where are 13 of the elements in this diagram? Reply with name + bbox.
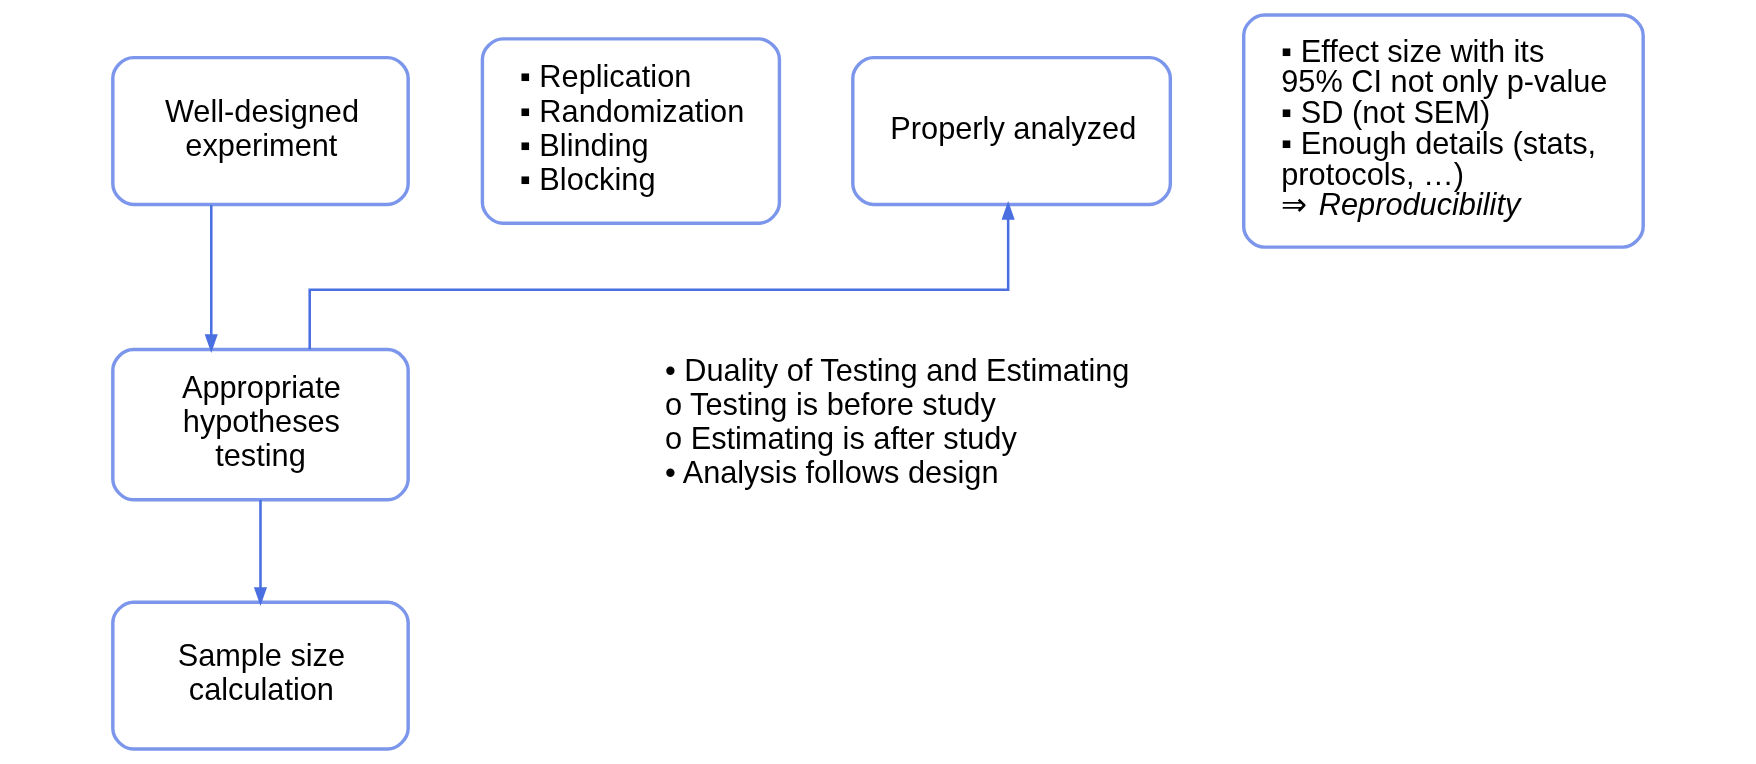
label: • Duality of Testing and Estimating (665, 352, 1130, 388)
arrow (253, 499, 268, 606)
arrow (308, 201, 1015, 350)
label: o Estimating is after study (665, 421, 1017, 457)
node-box: Properly analyzed (851, 55, 1173, 207)
arrow (204, 205, 218, 353)
node-box: Appropriate hypotheses testing (111, 347, 410, 502)
node-box: ▪ Replication ▪ Randomization ▪ Blinding ▪ Blocking (480, 37, 782, 225)
node-box: Well-designed experiment (111, 55, 410, 207)
node-box: ▪ Effect size with its 95% CI not only p-value ▪ SD (not SEM) ▪ Enough details (stats, protocols, …) ⇒ Reproducibility (1242, 13, 1645, 249)
label: o Testing is before study (665, 387, 996, 423)
node-box: Sample size calculation (111, 600, 410, 751)
label: • Analysis follows design (665, 455, 999, 491)
